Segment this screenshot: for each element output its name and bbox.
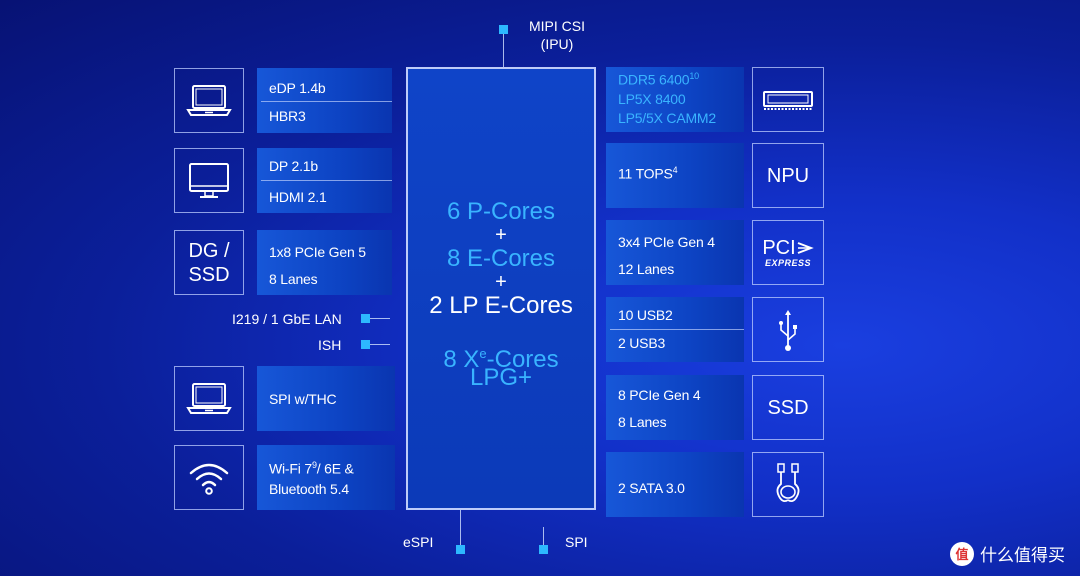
wifi-label-sup: 9 xyxy=(311,460,317,470)
cpu-plus-1: + xyxy=(495,224,507,246)
display-dp-label: DP 2.1b xyxy=(269,158,318,174)
memory-icon-box xyxy=(752,67,824,132)
watermark-text: 什么值得买 xyxy=(980,546,1065,565)
cpu-block: 6 P-Cores + 8 E-Cores + 2 LP E-Cores 8 X… xyxy=(406,67,596,510)
cpu-xe-suffix: -Cores xyxy=(486,346,559,373)
pci-arrow-icon xyxy=(797,241,814,254)
ish-connector-line xyxy=(370,344,390,345)
usb2-label: 10 USB2 xyxy=(618,307,673,323)
pcie-gen5-lanes-label: 8 Lanes xyxy=(269,271,318,287)
divider xyxy=(261,180,392,181)
cpu-xe-prefix: 8 X xyxy=(443,346,480,373)
npu-icon-box: NPU xyxy=(752,143,824,208)
spi-connector-line xyxy=(543,527,544,546)
monitor-icon xyxy=(189,162,229,198)
spi-label: SPI xyxy=(565,534,588,550)
memory-lp5x-label: LP5X 8400 xyxy=(618,91,686,107)
sata-box: 2 SATA 3.0 xyxy=(606,452,744,517)
cpu-p-cores: 6 P-Cores xyxy=(446,198,556,225)
usb-icon xyxy=(779,309,797,351)
ssd-icon-line2: SSD xyxy=(188,263,230,286)
npu-tops-main: 11 TOPS xyxy=(618,165,673,182)
usb3-label: 2 USB3 xyxy=(618,335,666,351)
memory-module-icon xyxy=(763,90,813,110)
lan-connector-dot xyxy=(361,314,370,323)
wifi-label: Wi-Fi 79/ 6E & xyxy=(269,460,354,477)
pcie-gen4-label: 3x4 PCIe Gen 4 xyxy=(618,234,715,250)
display-hdmi-label: HDMI 2.1 xyxy=(269,189,327,205)
npu-tops-sup: 4 xyxy=(672,165,678,175)
npu-icon: NPU xyxy=(766,164,810,187)
lan-label: I219 / 1 GbE LAN xyxy=(232,311,342,327)
memory-ddr5-main: DDR5 6400 xyxy=(618,71,690,88)
ish-connector-dot xyxy=(361,340,370,349)
laptop-icon xyxy=(186,84,232,116)
ssd-lanes-label: 8 Lanes xyxy=(618,414,667,430)
ssd-pcie-label: 8 PCIe Gen 4 xyxy=(618,387,701,403)
bluetooth-label: Bluetooth 5.4 xyxy=(269,481,349,497)
pcie-gen4-lanes-label: 12 Lanes xyxy=(618,261,675,277)
wifi-label-main: Wi-Fi 7 xyxy=(269,460,312,477)
display-edp-box: eDP 1.4b HBR3 xyxy=(257,68,392,133)
laptop-icon xyxy=(186,382,232,414)
dg-ssd-icon-box: DG / SSD xyxy=(174,230,244,295)
cpu-e-cores: 8 E-Cores xyxy=(446,245,556,272)
dg-icon-line1: DG / xyxy=(188,239,230,262)
ssd-icon: SSD xyxy=(767,396,809,419)
laptop-touch-icon-box xyxy=(174,366,244,431)
spi-connector-dot xyxy=(539,545,548,554)
lan-connector-line xyxy=(370,318,390,319)
mipi-label: MIPI CSI (IPU) xyxy=(522,17,592,53)
divider xyxy=(610,329,744,330)
display-hbr3-label: HBR3 xyxy=(269,108,306,124)
wifi-label-rest: / 6E & xyxy=(316,460,354,477)
espi-connector-line xyxy=(460,510,461,545)
spi-thc-box: SPI w/THC xyxy=(257,366,395,431)
wifi-icon xyxy=(189,463,229,495)
mipi-label-line1: MIPI CSI xyxy=(528,18,585,34)
cpu-lpg: LPG+ xyxy=(469,364,533,391)
ssd-icon-box: SSD xyxy=(752,375,824,440)
watermark-logo: 值 xyxy=(950,541,974,566)
sata-cable-icon xyxy=(776,462,800,502)
mipi-label-line2: (IPU) xyxy=(540,36,574,52)
pci-express-icon: PCI xyxy=(762,236,814,259)
wifi-icon-box xyxy=(174,445,244,510)
mipi-connector-line xyxy=(503,34,504,68)
espi-label: eSPI xyxy=(403,534,434,550)
spi-thc-label: SPI w/THC xyxy=(269,391,337,407)
memory-box: DDR5 640010 LP5X 8400 LP5/5X CAMM2 xyxy=(606,67,744,132)
memory-ddr5-sup: 10 xyxy=(689,71,699,81)
cpu-xe-sup: e xyxy=(479,346,487,361)
espi-connector-dot xyxy=(456,545,465,554)
sata-icon-box xyxy=(752,452,824,517)
laptop-icon-box xyxy=(174,68,244,133)
divider xyxy=(261,101,392,102)
ssd-box: 8 PCIe Gen 4 8 Lanes xyxy=(606,375,744,440)
ish-label: ISH xyxy=(318,337,342,353)
pcie-gen5-label: 1x8 PCIe Gen 5 xyxy=(269,244,366,260)
display-dp-box: DP 2.1b HDMI 2.1 xyxy=(257,148,392,213)
memory-ddr5-label: DDR5 640010 xyxy=(618,71,699,88)
pci-express-icon-box: PCI EXPRESS xyxy=(752,220,824,285)
npu-tops-label: 11 TOPS4 xyxy=(618,165,678,182)
cpu-plus-2: + xyxy=(495,271,507,293)
cpu-lp-e-cores: 2 LP E-Cores xyxy=(429,292,573,319)
pcie-gen5-box: 1x8 PCIe Gen 5 8 Lanes xyxy=(257,230,392,295)
usb-box: 10 USB2 2 USB3 xyxy=(606,297,744,362)
pcie-gen4-box: 3x4 PCIe Gen 4 12 Lanes xyxy=(606,220,744,285)
cpu-xe-cores: 8 Xe-Cores xyxy=(408,341,594,373)
watermark-logo-text: 值 xyxy=(955,547,969,562)
npu-box: 11 TOPS4 xyxy=(606,143,744,208)
usb-icon-box xyxy=(752,297,824,362)
mipi-connector-dot xyxy=(499,25,508,34)
pci-logo-text: PCI xyxy=(762,236,796,259)
monitor-icon-box xyxy=(174,148,244,213)
sata-label: 2 SATA 3.0 xyxy=(618,480,685,496)
wifi-box: Wi-Fi 79/ 6E & Bluetooth 5.4 xyxy=(257,445,395,510)
display-edp-label: eDP 1.4b xyxy=(269,80,326,96)
express-logo-text: EXPRESS xyxy=(764,257,812,268)
watermark: 值 什么值得买 xyxy=(950,541,1065,566)
memory-camm2-label: LP5/5X CAMM2 xyxy=(618,110,716,126)
